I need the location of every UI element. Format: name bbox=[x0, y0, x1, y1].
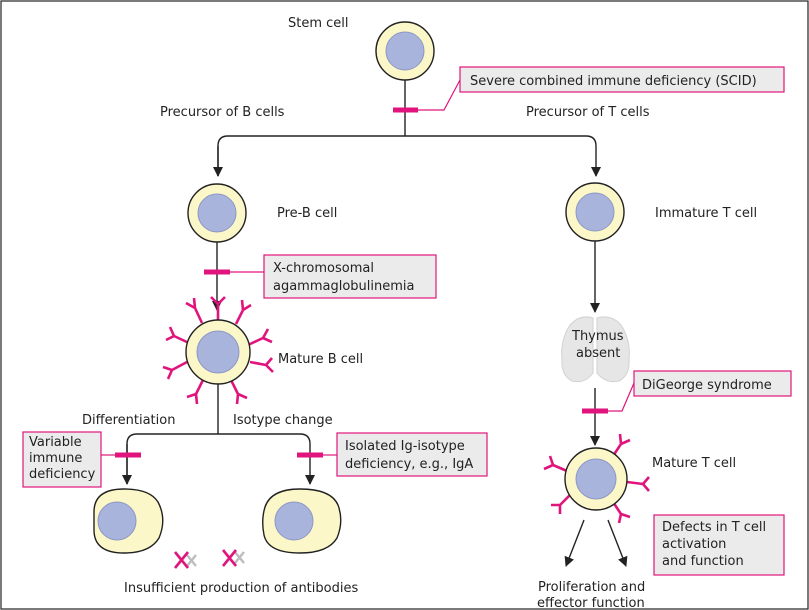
thymus-label-line2: absent bbox=[576, 346, 620, 361]
immature-t-cell bbox=[565, 182, 625, 242]
proliferation-label-line1: Proliferation and bbox=[538, 580, 645, 595]
isotype-change-label: Isotype change bbox=[233, 413, 333, 428]
thymus-label-line1: Thymus bbox=[571, 329, 624, 344]
mature-b-cell-receptors bbox=[162, 296, 274, 405]
t-defect-label-line1: Defects in T cell bbox=[662, 520, 766, 535]
t-defect-label-line2: activation bbox=[662, 537, 726, 552]
digeorge-label: DiGeorge syndrome bbox=[642, 378, 772, 393]
t-defect-box: Defects in T cell activation and functio… bbox=[653, 514, 785, 576]
isotype-label-line1: Isolated Ig-isotype bbox=[345, 439, 465, 454]
antibody-absent-mark-right bbox=[221, 549, 245, 567]
mature-t-cell-receptors bbox=[543, 433, 650, 524]
variable-label-line3: deficiency bbox=[29, 467, 96, 482]
x-linked-label-line1: X-chromosomal bbox=[273, 261, 374, 276]
thymus-icon bbox=[561, 316, 630, 383]
mature-t-cell bbox=[564, 447, 628, 511]
antibody-absent-mark-left bbox=[173, 551, 197, 569]
mature-t-cell-label: Mature T cell bbox=[652, 456, 736, 471]
t-effector-arrow-right bbox=[607, 519, 628, 567]
mature-b-cell bbox=[185, 319, 251, 385]
x-linked-box: X-chromosomal agammaglobulinemia bbox=[263, 254, 437, 299]
t-defect-label-line3: and function bbox=[662, 554, 744, 569]
insufficient-antibodies-label: Insufficient production of antibodies bbox=[124, 581, 358, 596]
left-plasma-cell bbox=[93, 488, 164, 554]
main-branch-line bbox=[217, 135, 601, 177]
immature-t-cell-label: Immature T cell bbox=[655, 206, 757, 221]
precursor-b-label: Precursor of B cells bbox=[160, 105, 285, 120]
stem-cell-label: Stem cell bbox=[288, 16, 349, 31]
x-linked-label-line2: agammaglobulinemia bbox=[273, 279, 415, 294]
precursor-t-label: Precursor of T cells bbox=[526, 105, 650, 120]
proliferation-label-line2: effector function bbox=[537, 596, 645, 610]
pre-b-cell-label: Pre-B cell bbox=[277, 206, 337, 221]
mature-b-cell-label: Mature B cell bbox=[278, 352, 363, 367]
digeorge-box: DiGeorge syndrome bbox=[633, 370, 792, 397]
stem-cell bbox=[375, 21, 435, 81]
scid-label: Severe combined immune deficiency (SCID) bbox=[470, 74, 757, 89]
differentiation-label: Differentiation bbox=[82, 413, 175, 428]
scid-leader bbox=[418, 79, 461, 111]
scid-box: Severe combined immune deficiency (SCID) bbox=[459, 66, 785, 93]
variable-label-line2: immune bbox=[29, 451, 82, 466]
digeorge-leader bbox=[608, 382, 635, 412]
variable-label-line1: Variable bbox=[29, 435, 82, 450]
isotype-box: Isolated Ig-isotype deficiency, e.g., Ig… bbox=[336, 432, 488, 477]
b-fork-line bbox=[126, 433, 315, 485]
right-plasma-cell bbox=[262, 488, 342, 554]
variable-box: Variable immune deficiency bbox=[22, 431, 102, 488]
t-effector-arrow-left bbox=[564, 519, 585, 567]
pre-b-cell bbox=[187, 183, 247, 243]
isotype-label-line2: deficiency, e.g., IgA bbox=[345, 457, 473, 472]
